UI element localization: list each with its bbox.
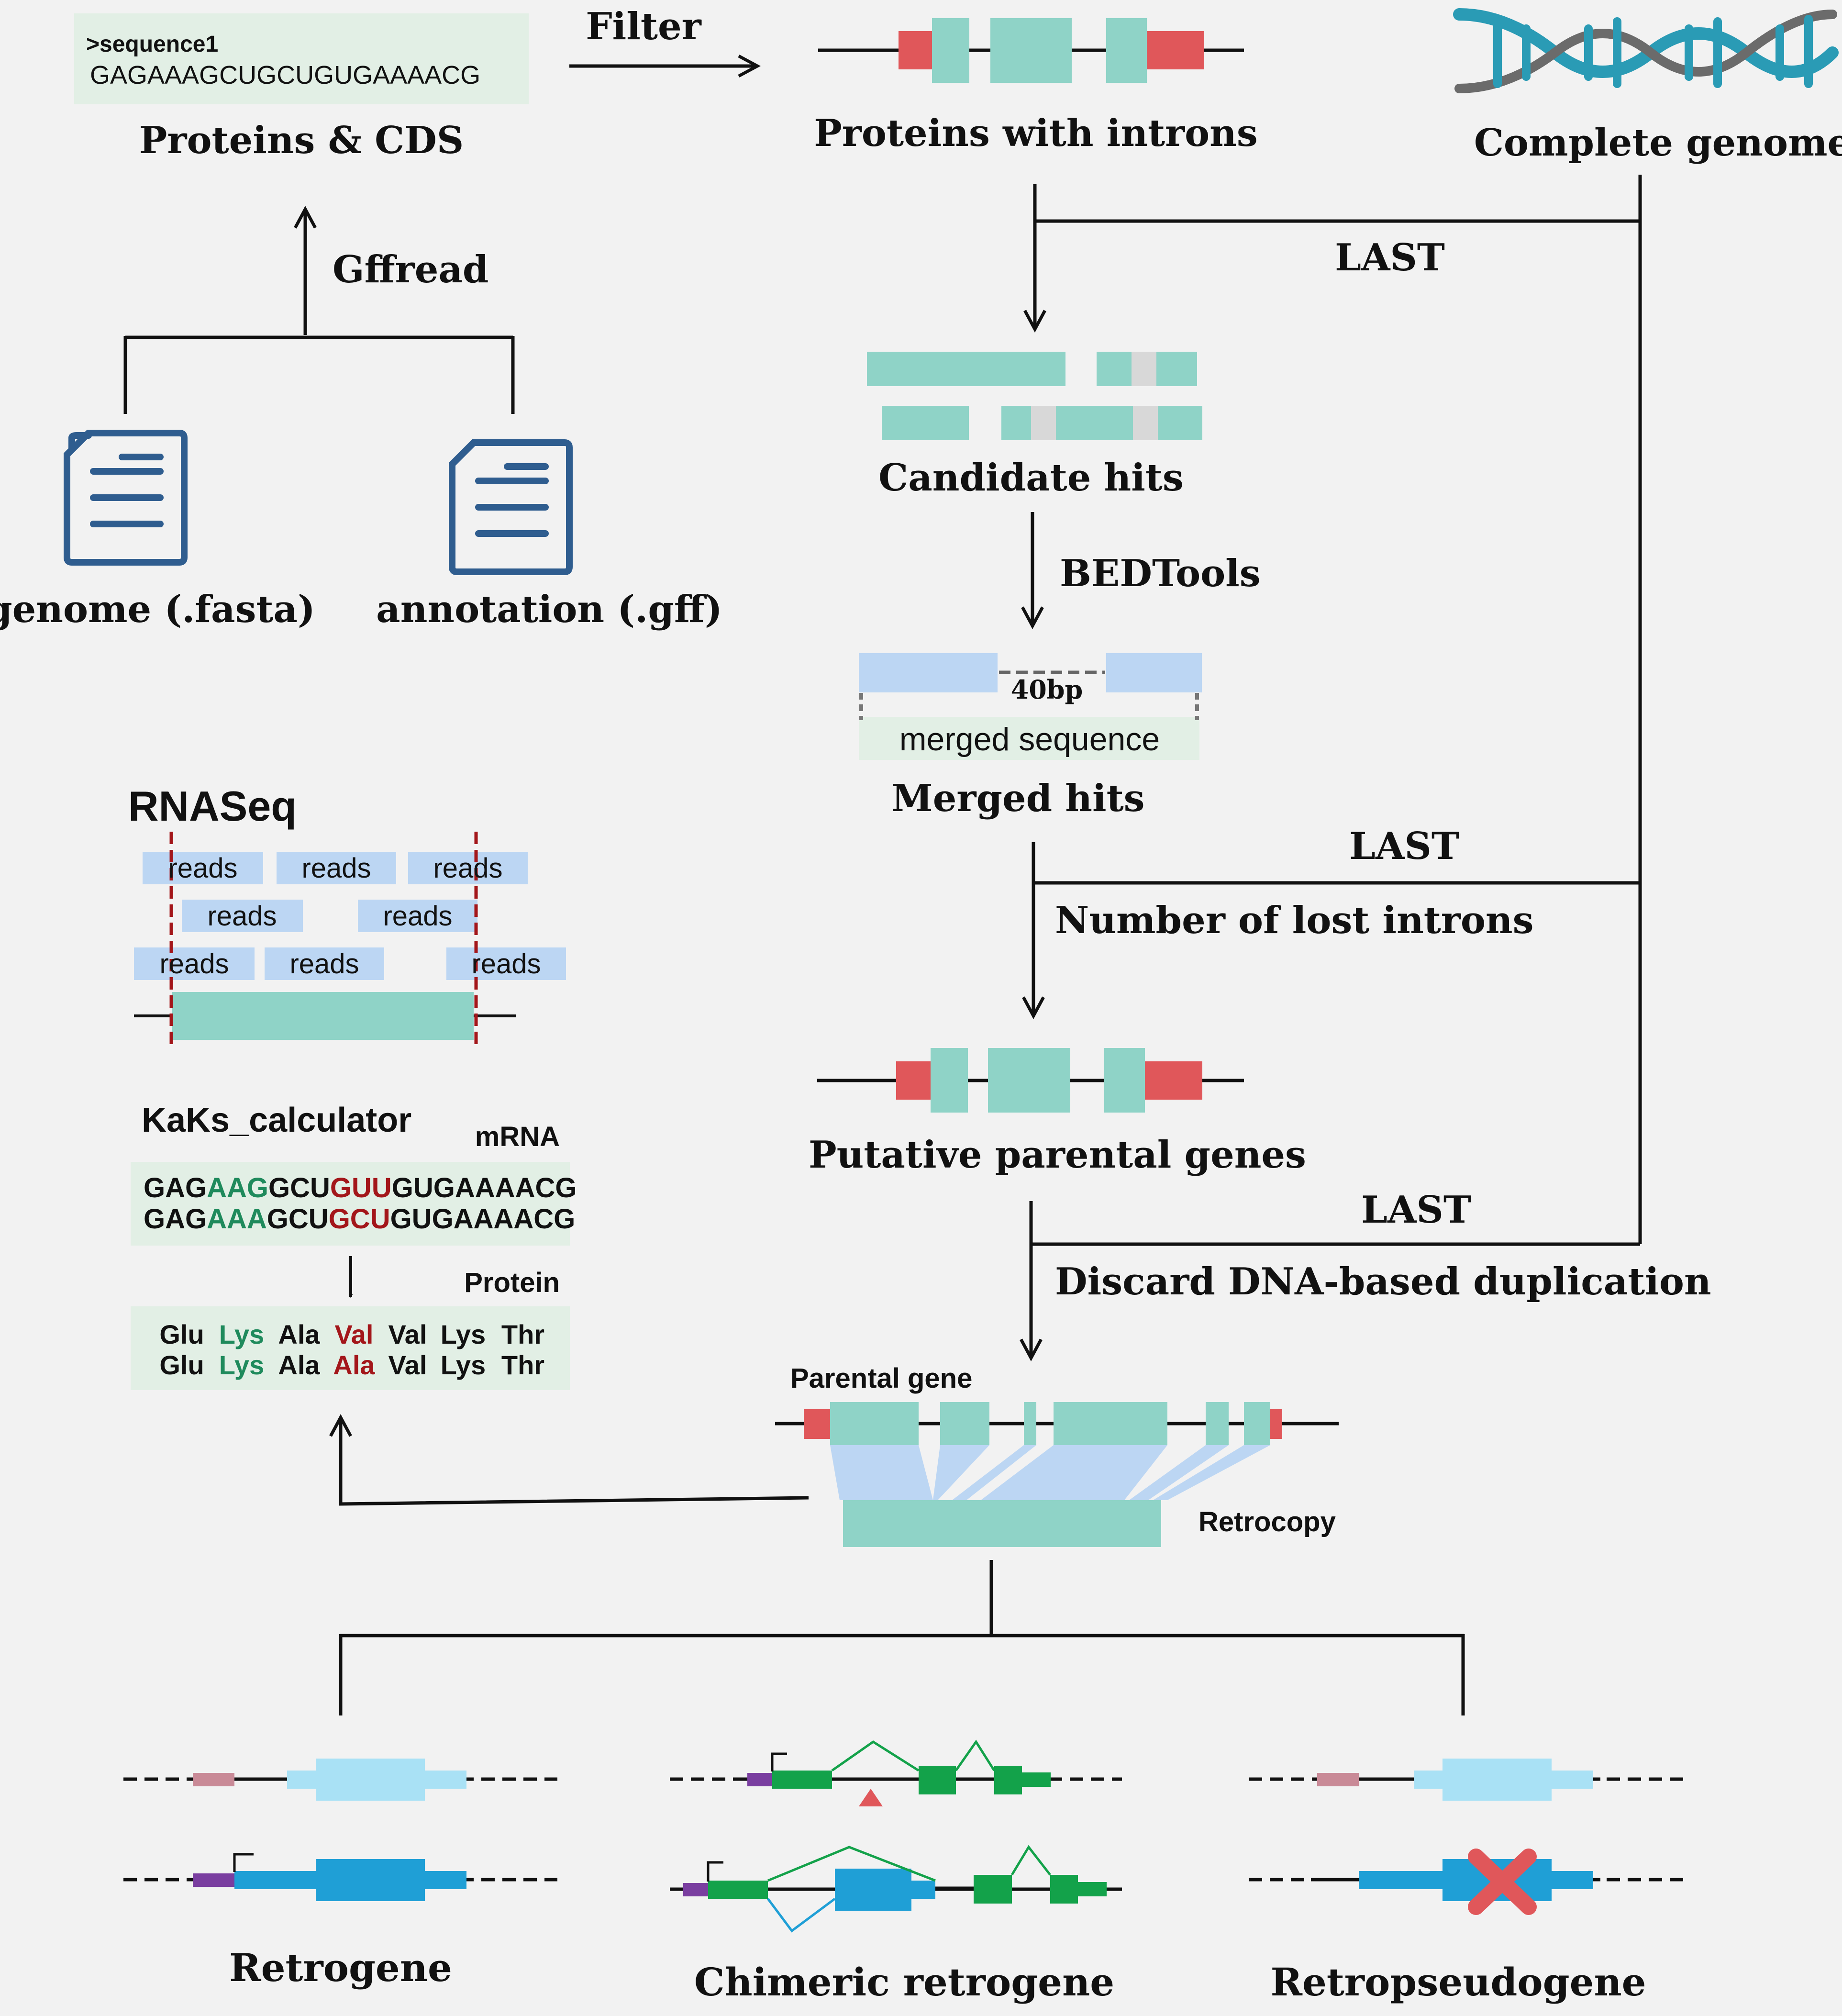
retropseudogene-graphic	[1249, 1759, 1684, 1915]
proteins-with-introns-gene	[818, 18, 1244, 83]
annotation-gff-label: annotation (.gff)	[376, 588, 722, 631]
bedtools-label: BEDTools	[1060, 552, 1261, 595]
proteins-cds-label: Proteins & CDS	[139, 119, 464, 162]
putative-parental-gene-graphic	[817, 1048, 1244, 1113]
mrna-line-1: GAGAAGGCUGUUGUGAAAACG	[144, 1172, 577, 1203]
outcome-chimeric-retrogene-label: Chimeric retrogene	[694, 1960, 1114, 2005]
protein-aa: Glu	[159, 1350, 204, 1380]
annotation-file-icon	[449, 439, 573, 575]
mrna-label: mRNA	[475, 1121, 560, 1152]
retrocopy-label: Retrocopy	[1198, 1506, 1336, 1537]
last-label-1: LAST	[1335, 236, 1445, 279]
protein-aa: Thr	[501, 1319, 544, 1349]
chimeric-retrogene-graphic	[670, 1739, 1122, 1933]
lost-introns-label: Number of lost introns	[1055, 899, 1534, 942]
outcome-retrogene-label: Retrogene	[229, 1945, 452, 1990]
complete-genome-label: Complete genome	[1474, 121, 1842, 165]
putative-parental-genes-label: Putative parental genes	[809, 1133, 1306, 1177]
filter-label: Filter	[586, 5, 701, 48]
read-label: reads	[471, 948, 541, 980]
protein-aa: Val	[388, 1350, 427, 1380]
merged-hits-graphic	[859, 653, 1202, 760]
dna-helix-icon	[1453, 8, 1839, 93]
merged-sequence-label: merged sequence	[899, 721, 1160, 757]
parental-gene-label: Parental gene	[790, 1363, 972, 1394]
read-label: reads	[301, 853, 371, 884]
disrupted-x-icon	[1468, 1849, 1537, 1915]
read-label: reads	[289, 948, 359, 980]
genome-fasta-label: genome (.fasta)	[0, 588, 315, 631]
protein-aa: Ala	[333, 1350, 375, 1380]
discard-dna-label: Discard DNA-based duplication	[1055, 1260, 1711, 1303]
protein-aa: Lys	[219, 1319, 264, 1349]
protein-aa: Val	[388, 1319, 427, 1349]
read-label: reads	[433, 853, 502, 884]
complete-genome-feedback-lines	[1031, 175, 1642, 1246]
proteins-with-introns-label: Proteins with introns	[814, 111, 1258, 155]
gffread-branch	[123, 206, 515, 414]
read-label: reads	[207, 901, 277, 932]
protein-label: Protein	[464, 1267, 560, 1298]
outcome-retropseudogene-label: Retropseudogene	[1270, 1960, 1646, 2005]
protein-aa: Lys	[441, 1319, 486, 1349]
merged-hits-label: Merged hits	[891, 777, 1144, 820]
retrogene-graphic	[123, 1759, 557, 1901]
candidate-hits-graphic	[867, 352, 1202, 440]
protein-aa: Val	[335, 1319, 374, 1349]
outcomes-tree	[339, 1560, 1465, 1715]
parental-gene-retrocopy-graphic	[775, 1402, 1339, 1547]
read-label: reads	[168, 853, 237, 884]
protein-aa: Lys	[441, 1350, 486, 1380]
last-label-3: LAST	[1361, 1188, 1471, 1232]
rnaseq-reads-graphic	[134, 832, 566, 1048]
protein-aa: Ala	[278, 1350, 320, 1380]
last-label-2: LAST	[1349, 824, 1459, 868]
sequence-header: >sequence1	[86, 32, 218, 57]
protein-aa: Glu	[159, 1319, 204, 1349]
genome-file-icon	[64, 430, 188, 566]
mrna-box	[131, 1162, 570, 1246]
gap-40bp-label: 40bp	[1011, 674, 1083, 705]
sequence-box	[74, 13, 529, 104]
proteins-cds-section: >sequence1 GAGAAAGCUGCUGUGAAAACG Protein…	[74, 13, 529, 162]
candidate-hits-label: Candidate hits	[878, 456, 1184, 500]
mrna-line-2: GAGAAAGCUGCUGUGAAAACG	[144, 1203, 575, 1235]
protein-aa: Ala	[278, 1319, 320, 1349]
read-label: reads	[159, 948, 229, 980]
rnaseq-title: RNASeq	[128, 782, 297, 830]
retrocopy-to-kaks-arrow	[329, 1414, 809, 1506]
protein-box	[131, 1306, 570, 1390]
sequence-text: GAGAAAGCUGCUGUGAAAACG	[90, 61, 480, 89]
protein-aa: Thr	[501, 1350, 544, 1380]
read-label: reads	[383, 901, 452, 932]
gffread-label: Gffread	[333, 248, 488, 291]
kaks-title: KaKs_calculator	[142, 1101, 411, 1139]
protein-aa: Lys	[219, 1350, 264, 1380]
